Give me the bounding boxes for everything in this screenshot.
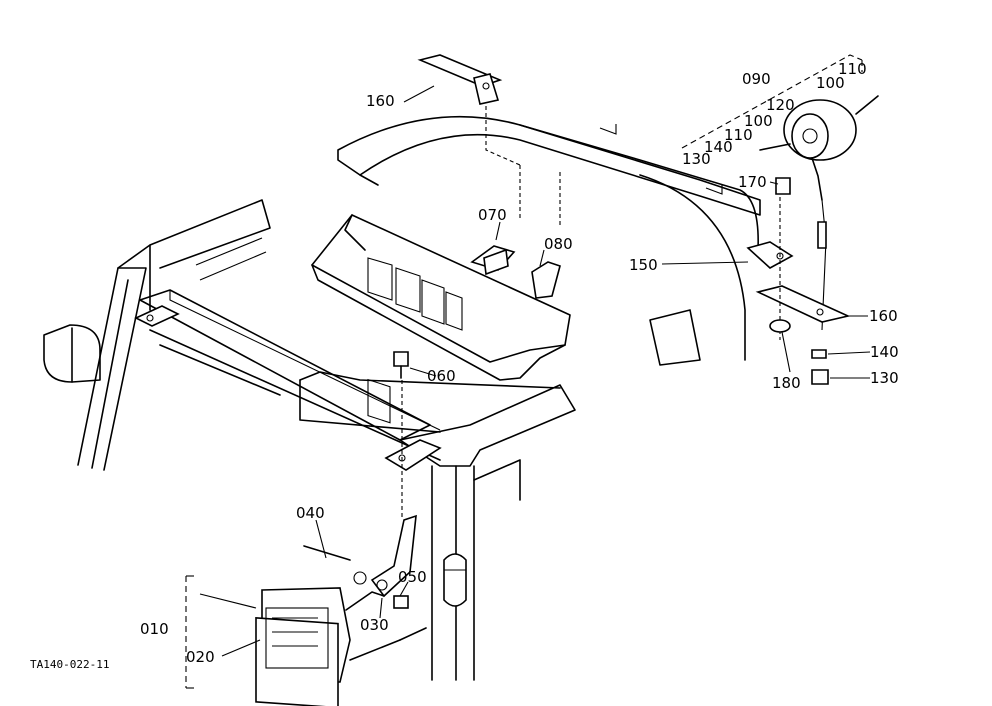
label-150: 150 <box>629 256 658 274</box>
label-050: 050 <box>398 568 427 586</box>
cab-frame <box>43 199 576 681</box>
switch-part <box>470 245 516 276</box>
label-010: 010 <box>140 620 169 638</box>
label-120: 120 <box>766 96 795 114</box>
roof-bar <box>337 54 761 366</box>
label-110-top: 110 <box>838 60 867 78</box>
label-130-mid: 130 <box>682 150 711 168</box>
grille-openings <box>367 257 463 424</box>
kit-dashed-box <box>681 54 863 149</box>
label-140-right: 140 <box>870 343 899 361</box>
label-180: 180 <box>772 374 801 392</box>
rotary-beacon <box>783 95 879 331</box>
label-170: 170 <box>738 173 767 191</box>
label-060: 060 <box>427 367 456 385</box>
label-130-right: 130 <box>870 369 899 387</box>
work-light <box>255 514 427 706</box>
switch-cover <box>531 261 561 299</box>
label-100-top: 100 <box>816 74 845 92</box>
label-160-top: 160 <box>366 92 395 110</box>
front-guard <box>311 214 571 424</box>
label-070: 070 <box>478 206 507 224</box>
label-100-mid: 100 <box>744 112 773 130</box>
label-160-right: 160 <box>869 307 898 325</box>
drawing-code: TA140-022-11 <box>30 658 109 671</box>
light-group-bracket <box>185 575 194 689</box>
label-140-mid: 140 <box>704 138 733 156</box>
label-080: 080 <box>544 235 573 253</box>
beacon-bracket <box>746 143 851 385</box>
label-030: 030 <box>360 616 389 634</box>
label-020: 020 <box>186 648 215 666</box>
bolt-060 <box>393 351 409 379</box>
label-090: 090 <box>742 70 771 88</box>
label-040: 040 <box>296 504 325 522</box>
label-110-mid: 110 <box>724 126 753 144</box>
leader-lines <box>199 85 871 657</box>
part-labels: 160 070 080 150 060 040 050 030 010 020 … <box>30 60 899 671</box>
